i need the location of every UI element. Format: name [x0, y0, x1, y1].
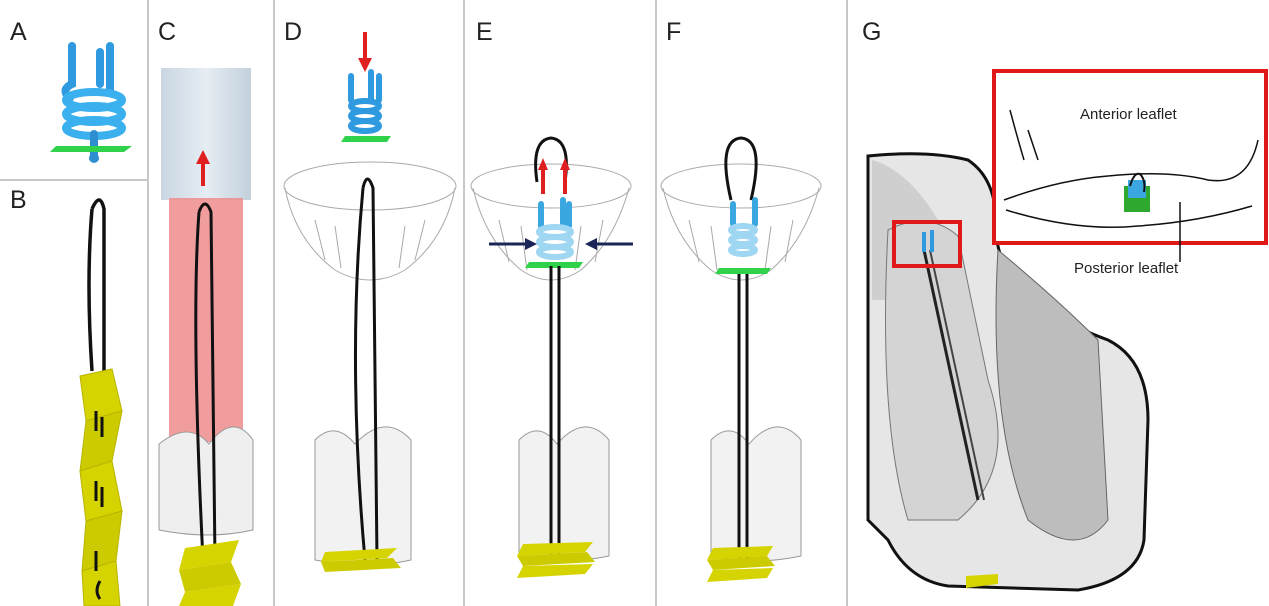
- panel-a-clip-illustration: [0, 0, 147, 179]
- panel-g-heart: [848, 0, 1269, 606]
- yellow-anchor: [179, 540, 241, 606]
- green-plate: [50, 146, 132, 152]
- pink-catheter-sheath: [169, 198, 243, 442]
- green-plate: [525, 262, 583, 268]
- yellow-anchor: [80, 369, 122, 606]
- green-plate: [341, 136, 391, 142]
- panel-f-valve: [657, 0, 846, 606]
- green-plate: [715, 268, 771, 274]
- yellow-anchor: [321, 548, 401, 572]
- clip-icon: [351, 72, 379, 131]
- yellow-anchor: [707, 546, 775, 582]
- right-arrow-icon: [525, 238, 537, 250]
- yellow-anchor: [517, 542, 595, 578]
- panel-c-delivery: [149, 0, 273, 606]
- panel-d-valve: [275, 0, 463, 606]
- panel-e-valve: [465, 0, 655, 606]
- panel-b-suture-anchor: [0, 181, 147, 606]
- posterior-leaflet-label: Posterior leaflet: [1074, 260, 1178, 277]
- anterior-leaflet-label: Anterior leaflet: [1080, 106, 1177, 123]
- clip-icon: [733, 200, 755, 224]
- clip-icon: [65, 46, 122, 156]
- left-arrow-icon: [585, 238, 597, 250]
- grey-catheter-tube: [161, 68, 251, 200]
- clip-icon: [541, 200, 569, 226]
- valve-leaflets: [661, 164, 821, 280]
